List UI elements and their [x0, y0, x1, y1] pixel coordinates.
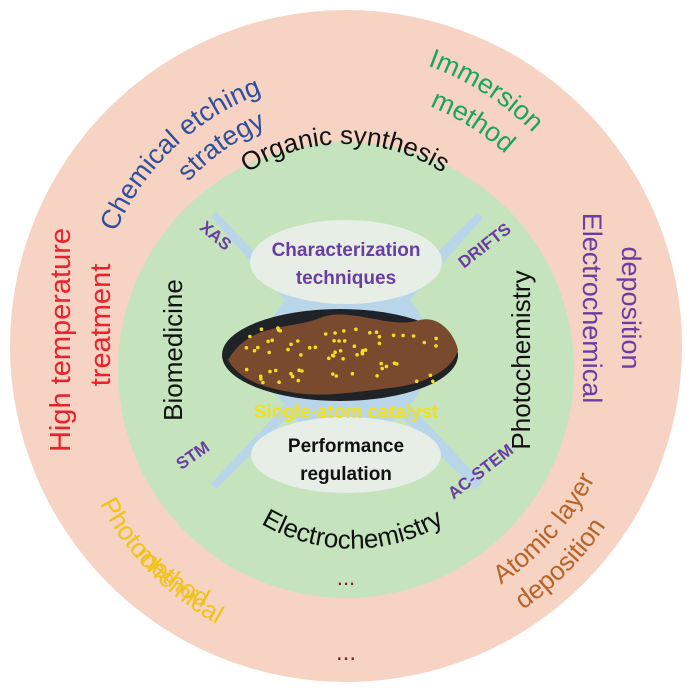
atom-dot [354, 327, 358, 332]
atom-dot [352, 344, 357, 349]
outer-electrochemical-line1: Electrochemical [577, 213, 607, 404]
atom-dot [342, 329, 346, 333]
performance-ellipse [251, 417, 441, 493]
atom-dot [286, 347, 290, 352]
atom-dot [334, 374, 339, 378]
atom-dot [331, 372, 335, 376]
atom-dot [277, 380, 281, 385]
atom-dot [377, 334, 382, 339]
atom-dot [414, 379, 419, 384]
atom-dot [342, 339, 347, 343]
atom-dot [360, 352, 365, 356]
single-atom-dots [244, 326, 438, 385]
atom-dot [392, 361, 397, 366]
atom-dot [391, 333, 396, 338]
center-performance-line1: Performance [288, 436, 404, 457]
characterization-ellipse [250, 220, 442, 304]
center-performance-line2: regulation [300, 464, 392, 485]
atom-dot [379, 361, 384, 366]
atom-dot [363, 348, 368, 352]
atom-dot [337, 339, 341, 343]
atom-dot [428, 373, 433, 378]
atom-dot [297, 368, 301, 373]
atom-dot [377, 341, 382, 346]
atom-dot [270, 338, 275, 343]
outer-high-temp-line1: High temperature [45, 228, 77, 452]
catalyst-surface [228, 314, 458, 395]
atom-dot [434, 344, 438, 348]
atom-dot [330, 353, 335, 358]
middle-photochemistry: Photochemistry [506, 270, 536, 449]
atom-dot [350, 371, 355, 376]
atom-dot [290, 374, 295, 379]
atom-dot [244, 346, 249, 350]
center-characterization-line1: Characterization [272, 240, 421, 261]
atom-dot [244, 367, 249, 372]
atom-dot [333, 331, 337, 335]
outer-high-temp-line2: treatment [85, 264, 117, 387]
atom-dot [255, 345, 260, 350]
atom-dot [434, 336, 438, 341]
atom-dot [258, 374, 263, 379]
atom-dot [266, 339, 270, 344]
atom-dot [273, 368, 278, 373]
atom-dot [313, 345, 318, 350]
atom-dot [333, 350, 337, 355]
atom-dot [259, 327, 264, 332]
atom-dot [261, 380, 265, 385]
atom-dot [411, 334, 416, 338]
atom-dot [307, 345, 312, 350]
atom-dot [338, 349, 343, 353]
atom-dot [431, 379, 435, 384]
atom-dot [384, 364, 389, 369]
atom-dot [296, 378, 301, 383]
outer-ellipsis: ... [336, 639, 356, 666]
atom-dot [374, 330, 379, 335]
atom-dot [332, 339, 336, 343]
atom-dot [259, 377, 263, 381]
outer-electrochemical-line2: deposition [616, 246, 646, 369]
center-characterization-line2: techniques [296, 268, 396, 289]
atom-dot [401, 333, 405, 338]
atom-dot [267, 350, 272, 355]
atom-dot [327, 356, 331, 361]
atom-dot [375, 374, 379, 378]
atom-dot [296, 339, 300, 343]
atom-dot [289, 342, 293, 347]
center-single-atom-catalyst: Single-atom catalyst [254, 402, 439, 423]
atom-dot [422, 340, 427, 345]
atom-dot [276, 326, 280, 330]
atom-dot [299, 353, 303, 357]
atom-dot [368, 330, 372, 335]
atom-dot [248, 334, 252, 339]
middle-ellipsis: ... [337, 565, 355, 590]
atom-dot [252, 348, 257, 353]
middle-biomedicine: Biomedicine [158, 279, 188, 421]
atom-dot [300, 369, 304, 373]
atom-dot [341, 357, 345, 361]
atom-dot [289, 371, 293, 376]
atom-dot [380, 366, 385, 371]
sector-right [410, 210, 548, 490]
atom-dot [323, 332, 328, 336]
atom-dot [355, 353, 359, 357]
sector-left [147, 210, 285, 490]
atom-dot [268, 369, 272, 374]
